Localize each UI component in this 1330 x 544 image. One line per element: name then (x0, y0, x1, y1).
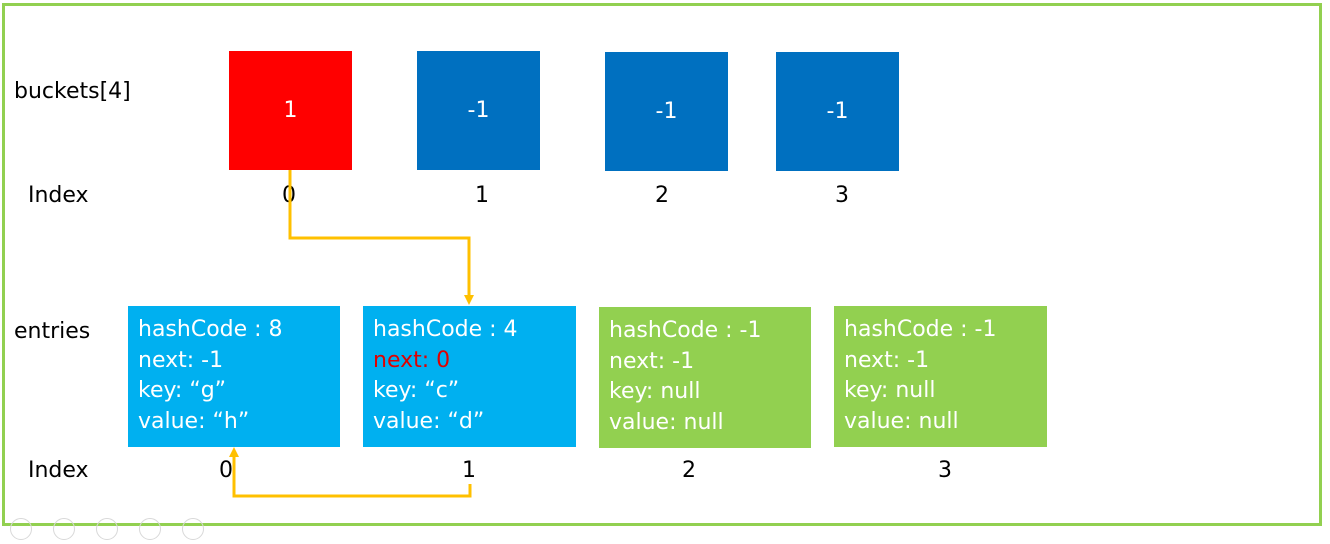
bucket-3: -1 (776, 52, 899, 171)
entries-label: entries (14, 319, 91, 344)
entry-1: hashCode : 4 next: 0 key: “c” value: “d” (363, 306, 576, 447)
bucket-index-1: 1 (475, 183, 489, 208)
bucket-2: -1 (605, 52, 728, 171)
entry-3-key: key: null (844, 378, 936, 403)
entry-index-0: 0 (219, 458, 233, 483)
more-icon[interactable] (182, 518, 205, 540)
bucket-1-value: -1 (467, 98, 490, 123)
bucket-index-2: 2 (655, 183, 669, 208)
entry-1-key: key: “c” (373, 378, 460, 403)
bucket-index-label: Index (28, 183, 89, 208)
entry-3-value: value: null (844, 408, 959, 434)
entry-3-next: next: -1 (844, 347, 930, 373)
zoom-icon[interactable] (139, 518, 162, 540)
entry-2-value: value: null (609, 409, 724, 435)
arrow-bucket0-to-entry1 (288, 170, 474, 305)
bucket-1: -1 (417, 51, 540, 170)
entry-0: hashCode : 8 next: -1 key: “g” value: “h… (128, 306, 340, 447)
nav-icon[interactable] (10, 518, 32, 540)
entry-0-next: next: -1 (138, 347, 224, 373)
entry-2-hashcode: hashCode : -1 (609, 318, 762, 343)
entry-index-label: Index (28, 458, 89, 483)
entry-2: hashCode : -1 next: -1 key: null value: … (599, 307, 811, 448)
slide-toolbar (10, 518, 220, 544)
bucket-3-value: -1 (826, 99, 849, 124)
bucket-0: 1 (229, 51, 352, 170)
user-icon[interactable] (96, 518, 119, 540)
entry-index-1: 1 (462, 458, 476, 483)
bucket-2-value: -1 (655, 99, 678, 124)
entry-2-key: key: null (609, 379, 701, 404)
entry-1-value: value: “d” (373, 408, 485, 434)
bucket-0-value: 1 (283, 98, 298, 123)
entry-0-value: value: “h” (138, 408, 250, 434)
entry-0-hashcode: hashCode : 8 (138, 317, 283, 342)
entry-index-3: 3 (938, 458, 952, 483)
entry-1-next: next: 0 (373, 347, 451, 373)
pen-icon[interactable] (53, 518, 76, 540)
arrow-entry1-to-entry0 (229, 447, 472, 498)
entry-2-next: next: -1 (609, 348, 695, 374)
entry-3-hashcode: hashCode : -1 (844, 317, 997, 342)
diagram-frame (2, 3, 1322, 526)
bucket-index-3: 3 (835, 183, 849, 208)
buckets-label: buckets[4] (14, 79, 131, 104)
entry-3: hashCode : -1 next: -1 key: null value: … (834, 306, 1047, 447)
entry-1-hashcode: hashCode : 4 (373, 317, 518, 342)
entry-index-2: 2 (682, 458, 696, 483)
entry-0-key: key: “g” (138, 378, 227, 403)
